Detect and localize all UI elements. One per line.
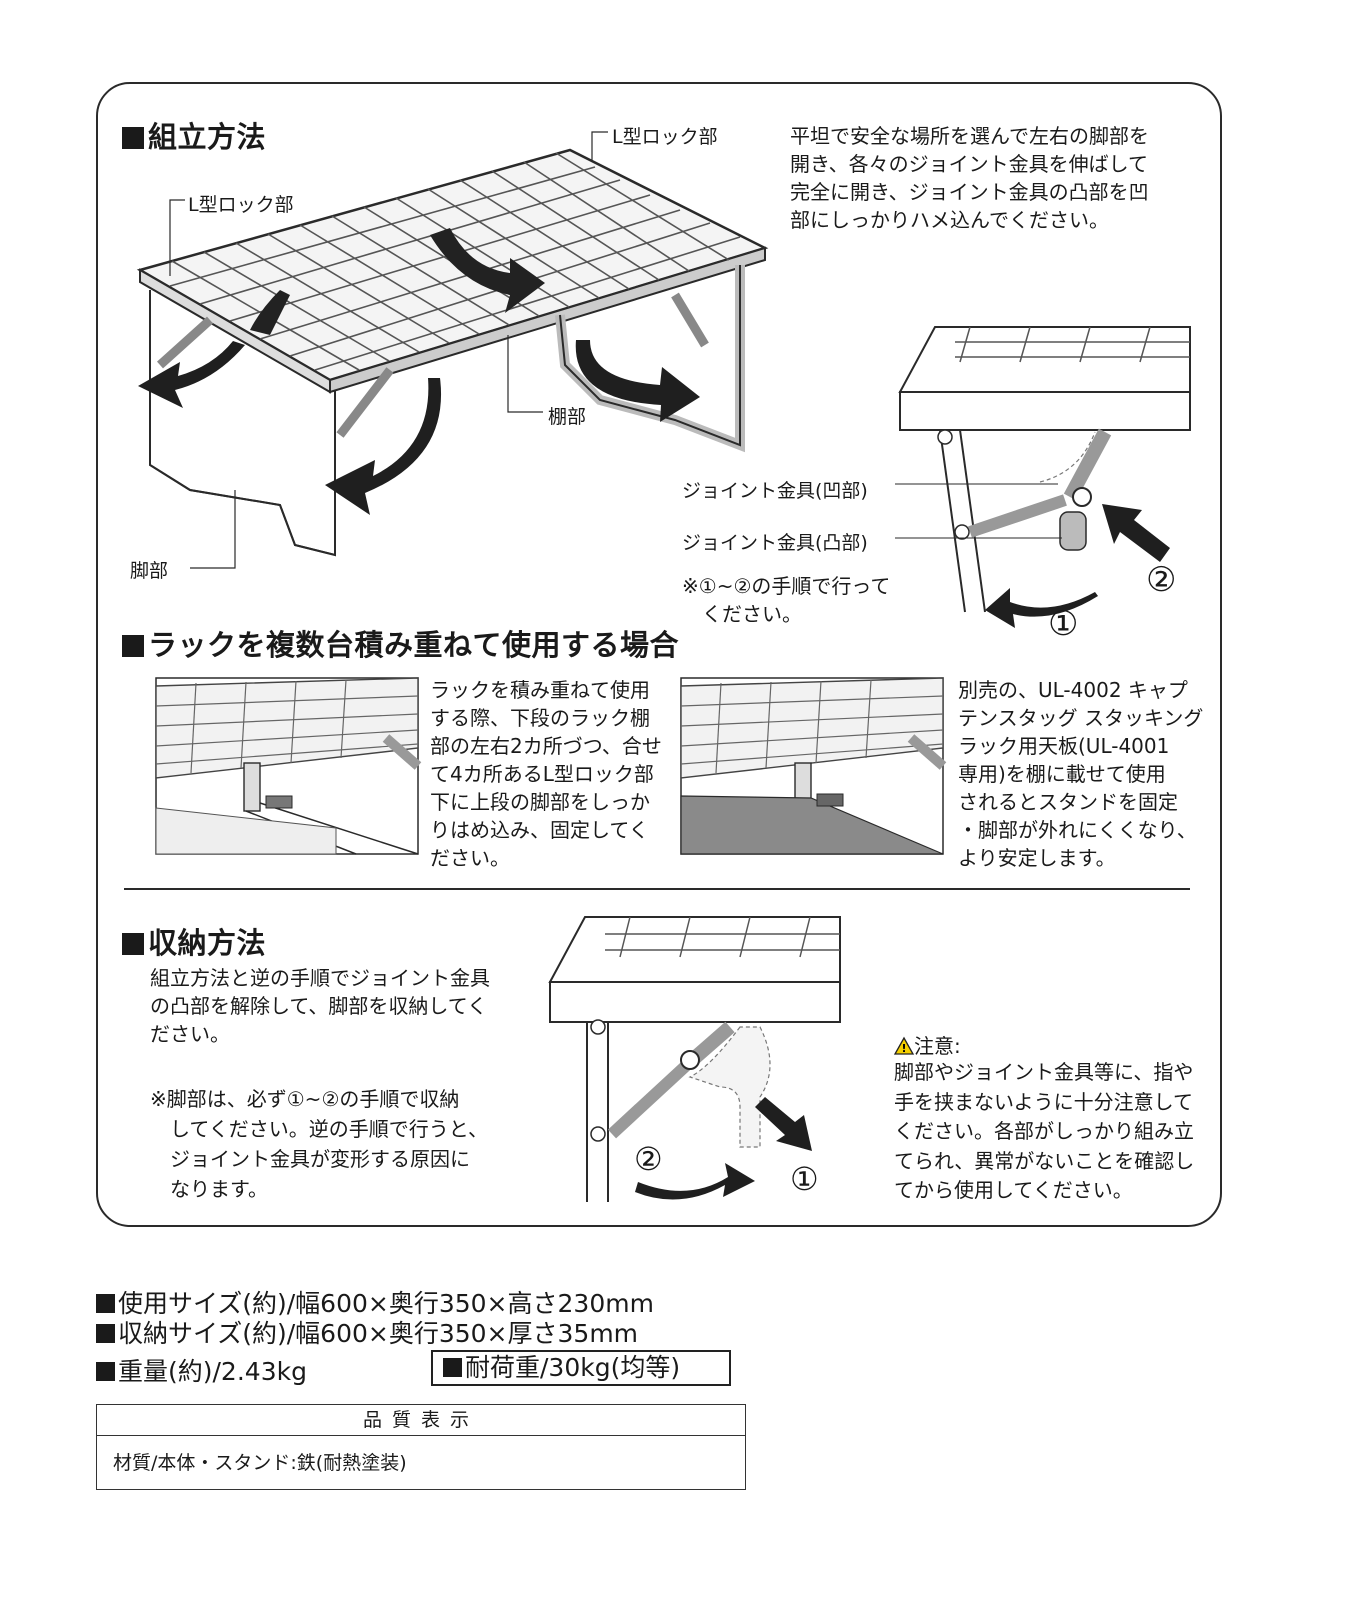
instruction-frame [96, 82, 1222, 1227]
callout-shelf: 棚部 [548, 406, 587, 428]
quality-label-table: 品質表示 材質/本体・スタンド:鉄(耐熱塗装) [96, 1404, 746, 1490]
stacking-illustration-left [155, 677, 422, 855]
callout-l-lock-left: L型ロック部 [188, 194, 294, 216]
assembly-instructions: 平坦で安全な場所を選んで左右の脚部を 開き、各々のジョイント金具を伸ばして 完全… [790, 124, 1149, 232]
warning-icon: ! [893, 1036, 915, 1055]
quality-material: 材質/本体・スタンド:鉄(耐熱塗装) [113, 1452, 407, 1474]
storage-step-1: ① [790, 1160, 819, 1198]
assembly-step-1: ① [1048, 604, 1079, 644]
spec-storage-size: 収納サイズ(約)/幅600×奥行350×厚さ35mm [96, 1314, 638, 1350]
stacking-heading: ラックを複数台積み重ねて使用する場合 [122, 622, 679, 664]
stacking-text-right: 別売の、UL-4002 キャプ テンスタッグ スタッキング ラック用天板(UL-… [958, 678, 1204, 870]
joint-detail-illustration [895, 326, 1191, 628]
caution-title: !注意: [893, 1030, 961, 1059]
storage-text: 組立方法と逆の手順でジョイント金具 の凸部を解除して、脚部を収納してく ださい。 [150, 966, 490, 1046]
rack-assembly-illustration [136, 131, 769, 569]
storage-heading: 収納方法 [122, 920, 266, 962]
assembly-step-2: ② [1146, 560, 1177, 600]
storage-illustration [548, 916, 841, 1202]
stacking-illustration-right [680, 677, 947, 855]
assembly-order-note: ※①~②の手順で行って ください。 [682, 574, 891, 626]
callout-l-lock-top: L型ロック部 [612, 126, 718, 148]
stacking-text-left: ラックを積み重ねて使用 する際、下段のラック棚 部の左右2カ所づつ、合せ て4カ… [430, 678, 662, 870]
assembly-heading: 組立方法 [122, 114, 266, 156]
storage-step-2: ② [634, 1140, 663, 1178]
quality-header: 品質表示 [97, 1405, 745, 1436]
svg-text:!: ! [901, 1042, 906, 1055]
spec-weight: 重量(約)/2.43kg [96, 1352, 307, 1388]
spec-load-capacity: 耐荷重/30kg(均等) [431, 1350, 731, 1386]
section-divider [124, 888, 1190, 890]
caution-text: 脚部やジョイント金具等に、指や 手を挟まないように十分注意して ください。各部が… [894, 1060, 1195, 1202]
storage-note: ※脚部は、必ず①~②の手順で収納 してください。逆の手順で行うと、 ジョイント金… [150, 1087, 488, 1201]
spec-use-size: 使用サイズ(約)/幅600×奥行350×高さ230mm [96, 1284, 654, 1320]
joint-concave-label: ジョイント金具(凹部) [682, 480, 868, 502]
callout-leg: 脚部 [130, 560, 169, 582]
joint-convex-label: ジョイント金具(凸部) [682, 532, 868, 554]
